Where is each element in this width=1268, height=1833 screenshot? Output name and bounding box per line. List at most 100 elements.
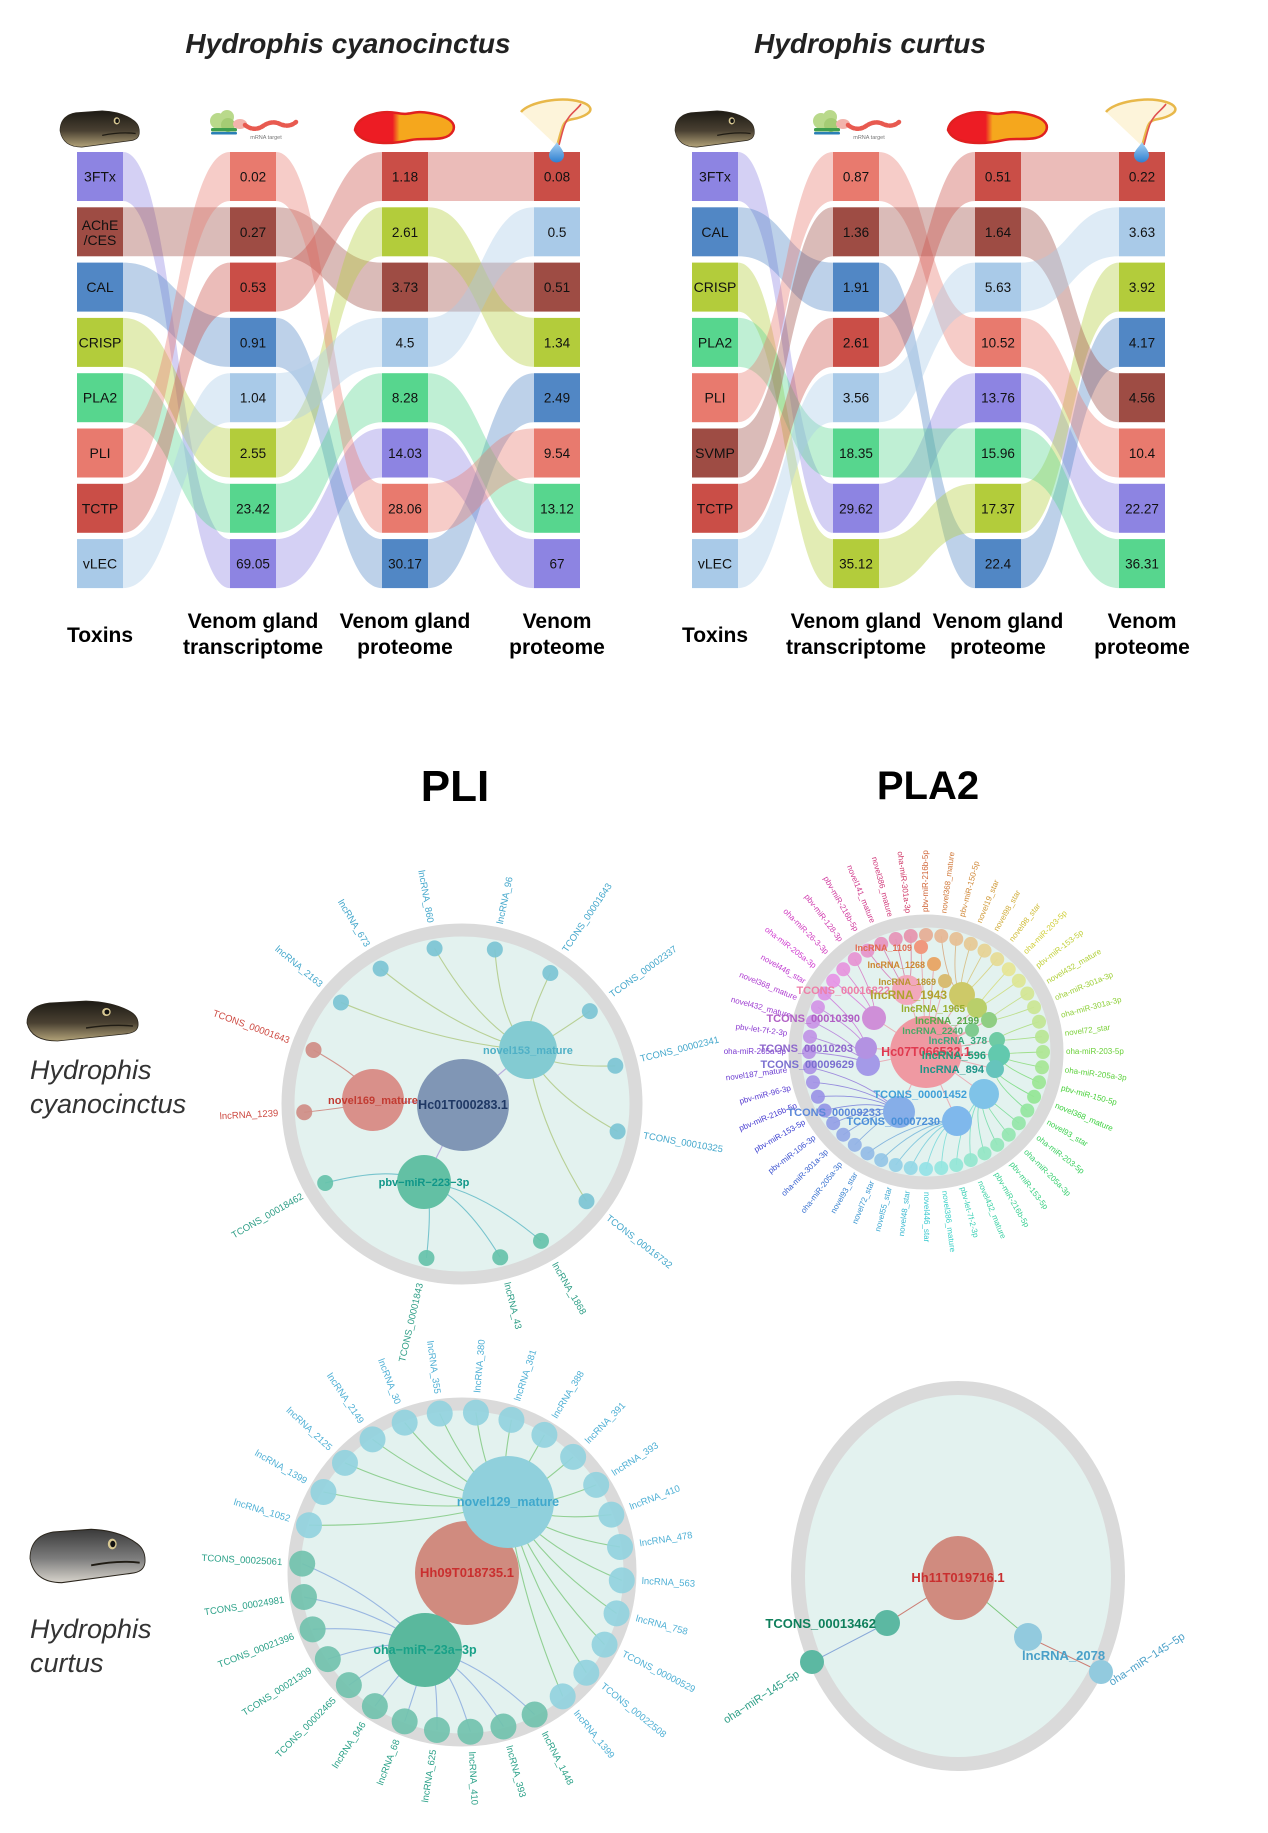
network-node [391, 1708, 418, 1735]
sankey-ribbon [276, 152, 382, 533]
sankey-value: 13.12 [540, 501, 574, 516]
sankey-node [975, 428, 1021, 478]
snake-head-image [26, 1000, 139, 1042]
network-node-label: TCONS_00001643 [211, 1008, 291, 1046]
network-node-label: TCONS_00018462 [230, 1191, 305, 1241]
network-node [1034, 1060, 1049, 1075]
network-hub-label: novel169_mature [328, 1095, 418, 1107]
sankey-node [77, 317, 123, 367]
sankey-ribbon [738, 207, 833, 478]
network-node [963, 1153, 978, 1168]
sankey-node [833, 317, 879, 367]
network-node [359, 1426, 386, 1453]
sankey-node [975, 373, 1021, 423]
sankey-value: 29.62 [839, 501, 873, 516]
network-node [1027, 1000, 1042, 1015]
column-header: Venom gland [340, 610, 471, 633]
network-node [310, 1479, 337, 1505]
column-header: Venom gland [933, 610, 1064, 633]
network-node [1011, 1116, 1026, 1131]
toxin-label: TCTP [82, 500, 119, 516]
sankey-ribbon [879, 262, 975, 589]
network-hub [890, 1016, 962, 1088]
column-header: Venom gland [791, 610, 922, 633]
network-hub-label: TCONS_00010203 [759, 1043, 853, 1055]
sankey-value: 35.12 [839, 557, 873, 572]
sankey-node [382, 262, 428, 312]
sankey-value: 3.92 [1129, 280, 1155, 295]
sankey-node [382, 428, 428, 478]
sankey-node [534, 483, 580, 533]
network-node [903, 1160, 918, 1175]
network-hub [388, 1613, 462, 1687]
toxin-label: AChE [82, 217, 119, 233]
network-node [922, 1536, 994, 1620]
network-hub [855, 1037, 877, 1059]
network-node [1001, 1127, 1016, 1142]
network-node-label: lncRNA_563 [641, 1576, 695, 1590]
species-title-left: Hydrophis cyanocinctus [185, 28, 511, 59]
sankey-value: 9.54 [544, 446, 571, 461]
column-header: proteome [1094, 636, 1190, 659]
sankey-value: 0.08 [544, 170, 570, 185]
network-hub-label: TCONS_00007230 [846, 1116, 940, 1128]
sankey-value: 1.34 [544, 335, 571, 350]
sankey-ribbon [879, 483, 975, 589]
network-hub-label: lncRNA_1965 [901, 1004, 965, 1015]
sankey-node [833, 262, 879, 312]
sankey-ribbon [276, 207, 382, 312]
network-node-label: lncRNA_2163 [273, 944, 325, 990]
sankey-value: 69.05 [236, 557, 270, 572]
sankey-value: 17.37 [981, 501, 1015, 516]
sankey-node [975, 483, 1021, 533]
sankey-ribbon [123, 373, 230, 533]
network-node-label: TCONS_00000529 [620, 1649, 697, 1695]
network-node-label: lncRNA_1448 [539, 1730, 575, 1787]
network-hub [499, 1021, 557, 1079]
network-node [1034, 1029, 1049, 1044]
sankey-ribbon [738, 152, 833, 423]
sankey-Hydrophis-curtus: 3FTxCALCRISPPLA2PLISVMPTCTPvLEC0.871.361… [674, 98, 1190, 659]
network-node-label: pbv-miR-216b-5p [921, 850, 930, 912]
network-node [591, 1631, 618, 1658]
network-node-label: lncRNA_1399 [253, 1448, 309, 1487]
network-node [290, 1584, 317, 1611]
sankey-node [833, 539, 879, 589]
sankey-ribbon [1021, 207, 1119, 312]
network-hub-label: lncRNA_2240 [902, 1026, 963, 1037]
network-node-label: novel446_star [922, 1192, 931, 1243]
toxin-label: /CES [84, 232, 117, 248]
network-hub-label: lncRNA_2199 [915, 1016, 979, 1027]
sankey-value: 67 [549, 557, 564, 572]
network-node-label: lncRNA_758 [634, 1613, 688, 1637]
sankey-value: 8.28 [392, 391, 418, 406]
network-node [581, 1003, 598, 1020]
sankey-ribbon [123, 262, 230, 533]
network-hub-label: lncRNA_1943 [870, 988, 947, 1002]
sankey-ribbon [276, 317, 382, 423]
network-node-label: lncRNA_1239 [219, 1108, 278, 1122]
sankey-ribbon [428, 373, 534, 533]
network-hub-label: TCONS_00001452 [873, 1089, 967, 1101]
sankey-node [975, 152, 1021, 201]
network-node [919, 1162, 933, 1176]
sankey-value: 1.64 [985, 225, 1012, 240]
network-node [1089, 1660, 1113, 1684]
network-node-label: lncRNA_1868 [549, 1261, 588, 1317]
sankey-node [230, 483, 276, 533]
network-node [299, 1616, 326, 1643]
network-node [583, 1471, 610, 1498]
sankey-node [833, 373, 879, 423]
sankey-Hydrophis-cyanocinctus: 3FTxAChE/CESCALCRISPPLA2PLITCTPvLEC0.020… [59, 98, 605, 659]
network-node [990, 1137, 1005, 1152]
snake-head-image [29, 1528, 146, 1584]
sankey-node [1119, 207, 1165, 257]
network-hub [892, 975, 922, 1005]
network-node [1014, 1623, 1042, 1651]
sankey-ribbon [123, 152, 230, 589]
network-node-label: novel48_star [897, 1190, 912, 1237]
column-header: transcriptome [786, 636, 926, 659]
network-node [874, 1153, 889, 1168]
toxin-label: CRISP [79, 334, 122, 350]
mrna-target-icon: mRNA target [210, 110, 299, 141]
